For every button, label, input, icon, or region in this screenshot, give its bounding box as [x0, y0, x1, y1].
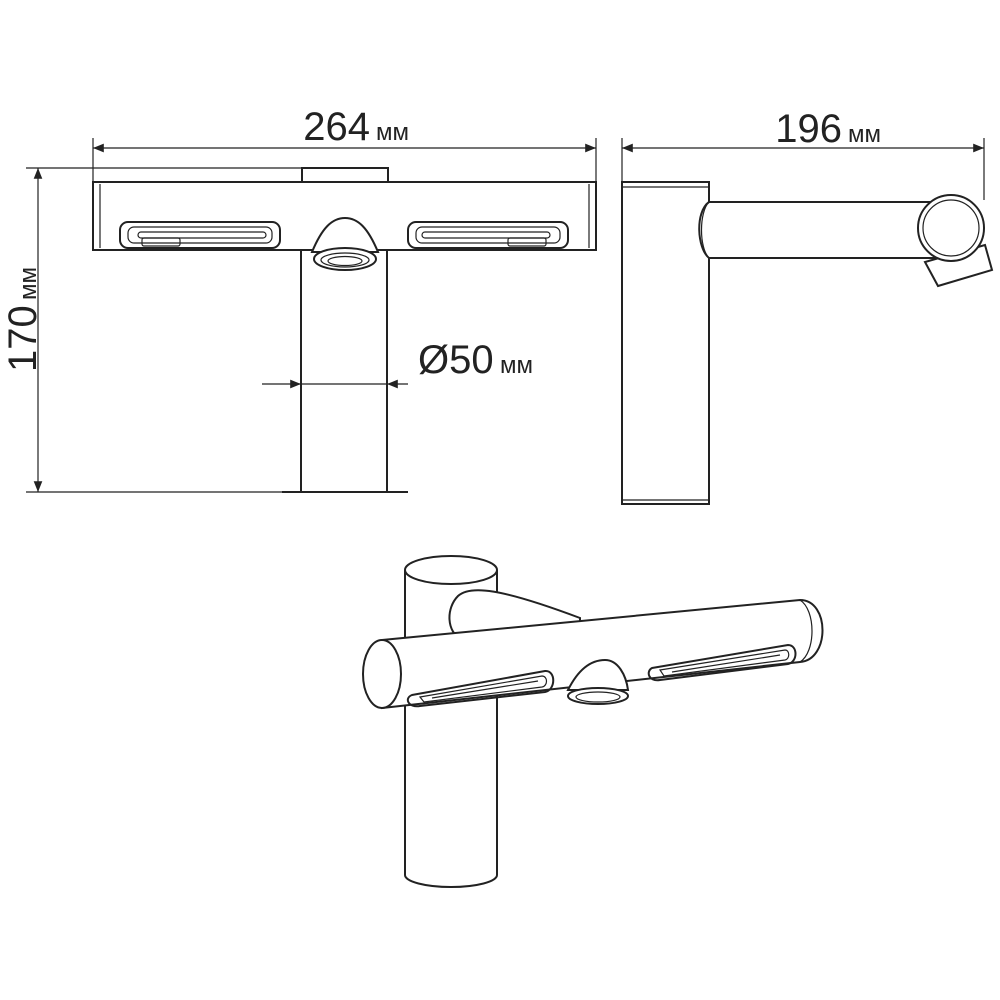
- dimension-height: 170 мм: [1, 167, 302, 493]
- dimension-diameter: Ø50 мм: [262, 338, 533, 389]
- iso-right-slot: [647, 643, 797, 682]
- isometric-view: [362, 555, 824, 888]
- side-arm: [698, 201, 946, 259]
- diameter-value: Ø50: [418, 338, 494, 382]
- iso-tube-end: [362, 639, 402, 709]
- dimension-depth: 196 мм: [621, 107, 985, 200]
- front-top-cap: [301, 167, 389, 183]
- side-column: [621, 181, 710, 505]
- depth-unit: мм: [848, 121, 881, 148]
- front-view: [92, 167, 597, 493]
- depth-value: 196: [775, 107, 842, 151]
- height-value: 170: [1, 305, 45, 372]
- iso-column-top: [404, 555, 498, 585]
- front-right-slot: [407, 221, 569, 249]
- width-unit: мм: [376, 119, 409, 146]
- iso-left-slot: [406, 670, 555, 708]
- svg-text:264: 264: [303, 105, 370, 149]
- front-left-slot: [119, 221, 281, 249]
- height-unit: мм: [15, 267, 42, 300]
- front-spout: [310, 216, 380, 271]
- dimension-width: 264 мм: [92, 105, 597, 182]
- width-value: 264: [303, 105, 370, 149]
- side-view: [621, 181, 994, 505]
- side-spout-head: [917, 194, 994, 288]
- iso-spout: [566, 658, 630, 705]
- diameter-unit: мм: [500, 352, 533, 379]
